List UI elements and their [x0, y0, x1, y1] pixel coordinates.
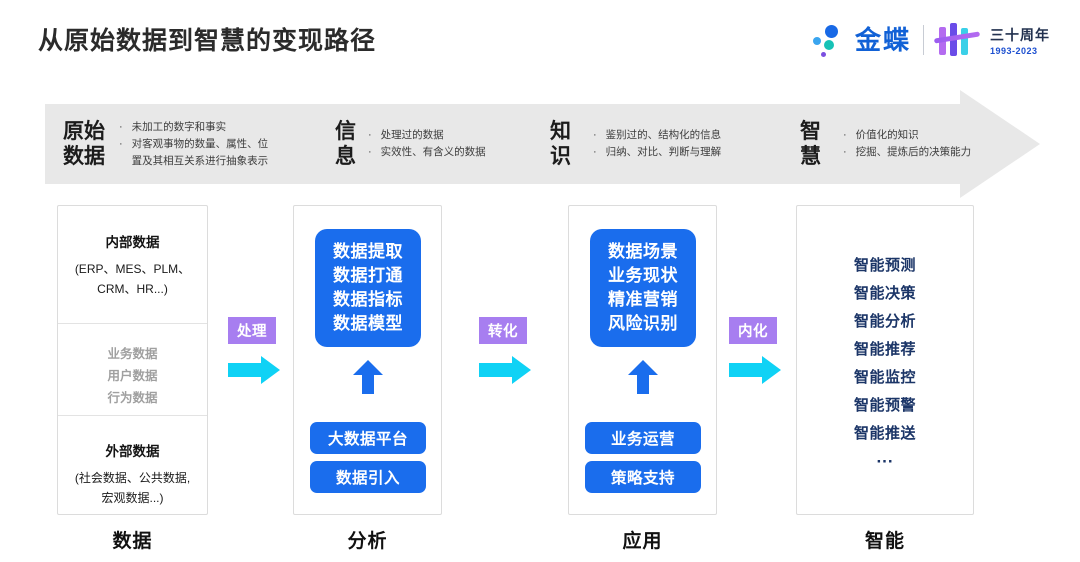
banner-item: 未加工的数字和事实	[131, 120, 227, 133]
right-arrow-icon	[729, 356, 781, 384]
banner-segment-wisdom: 智 慧 ·价值化的知识 ·挖掘、提炼后的决策能力	[800, 104, 971, 184]
external-data-section: 外部数据 (社会数据、公共数据, 宏观数据...)	[58, 416, 207, 515]
analysis-platform-pill[interactable]: 大数据平台	[310, 422, 426, 454]
internal-data-section: 内部数据 (ERP、MES、PLM、 CRM、HR...)	[58, 206, 207, 324]
banner-segment-items: ·鉴别过的、结构化的信息 ·归纳、对比、判断与理解	[593, 127, 721, 161]
logo-divider	[923, 25, 924, 55]
application-capability-item: 精准营销	[608, 290, 678, 309]
analysis-capability-item: 数据模型	[333, 314, 403, 333]
banner-segment-knowledge: 知 识 ·鉴别过的、结构化的信息 ·归纳、对比、判断与理解	[550, 104, 800, 184]
connector-processing: 处理	[228, 317, 288, 384]
right-arrow-icon	[228, 356, 280, 384]
page-title: 从原始数据到智慧的变现路径	[38, 27, 377, 55]
banner-segment-items: ·价值化的知识 ·挖掘、提炼后的决策能力	[843, 127, 971, 161]
external-data-heading: 外部数据	[105, 444, 160, 459]
banner-item: 归纳、对比、判断与理解	[605, 146, 722, 158]
intelligence-item: 智能预警	[853, 397, 916, 414]
data-types-section: 业务数据 用户数据 行为数据	[58, 324, 207, 416]
banner-item: 价值化的知识	[855, 129, 919, 141]
banner-item: 实效性、有含义的数据	[380, 146, 486, 158]
external-data-sources-line2: 宏观数据...)	[101, 491, 164, 505]
banner-item: 鉴别过的、结构化的信息	[605, 129, 722, 141]
banner-segment-items: ·未加工的数字和事实 ·对客观事物的数量、属性、位 ·置及其相互关系进行抽象表示	[119, 119, 268, 170]
analysis-capability-item: 数据指标	[333, 290, 403, 309]
external-data-sources-line1: (社会数据、公共数据,	[74, 471, 191, 485]
internal-data-sources-line2: CRM、HR...)	[97, 282, 168, 296]
banner-segment-information: 信 息 ·处理过的数据 ·实效性、有含义的数据	[335, 104, 550, 184]
intelligence-ellipsis: ···	[876, 452, 894, 471]
banner-item: 置及其相互关系进行抽象表示	[131, 154, 269, 167]
anniversary-years: 1993-2023	[990, 45, 1038, 56]
intelligence-item: 智能决策	[853, 285, 916, 302]
intelligence-item: 智能推送	[853, 425, 916, 442]
data-type-item: 用户数据	[107, 369, 158, 383]
banner-segment-raw-data: 原始 数据 ·未加工的数字和事实 ·对客观事物的数量、属性、位 ·置及其相互关系…	[45, 104, 335, 184]
banner-segment-title: 信 息	[335, 120, 356, 168]
intelligence-item: 智能推荐	[853, 341, 916, 358]
internal-data-sources-line1: (ERP、MES、PLM、	[74, 262, 191, 276]
maturity-banner-arrow: 原始 数据 ·未加工的数字和事实 ·对客观事物的数量、属性、位 ·置及其相互关系…	[45, 90, 1040, 198]
banner-segment-title: 原始 数据	[63, 120, 105, 168]
connector-transformation: 转化	[479, 317, 539, 384]
analysis-capability-item: 数据打通	[333, 266, 403, 285]
up-arrow-icon-analysis	[353, 360, 383, 394]
anniversary-mark-icon	[933, 22, 981, 58]
application-operations-pill[interactable]: 业务运营	[585, 422, 701, 454]
column-card-intelligence: 智能预测 智能决策 智能分析 智能推荐 智能监控 智能预警 智能推送 ···	[796, 205, 974, 515]
data-type-item: 业务数据	[107, 347, 158, 361]
analysis-ingest-pill[interactable]: 数据引入	[310, 461, 426, 493]
application-capability-item: 数据场景	[608, 242, 678, 261]
application-strategy-pill[interactable]: 策略支持	[585, 461, 701, 493]
up-arrow-icon-application	[628, 360, 658, 394]
right-arrow-icon	[479, 356, 531, 384]
kingdee-dots-icon	[811, 23, 843, 57]
connector-internalization: 内化	[729, 317, 789, 384]
connector-badge-label: 处理	[228, 317, 276, 344]
internal-data-heading: 内部数据	[105, 235, 160, 250]
brand-name: 金蝶	[854, 25, 911, 55]
footer-label-data: 数据	[112, 531, 153, 552]
footer-label-analysis: 分析	[347, 531, 388, 552]
banner-segment-items: ·处理过的数据 ·实效性、有含义的数据	[368, 127, 486, 161]
banner-item: 对客观事物的数量、属性、位	[131, 137, 269, 150]
connector-badge-label: 转化	[479, 317, 527, 344]
footer-label-intelligence: 智能	[864, 531, 905, 552]
connector-badge-label: 内化	[729, 317, 777, 344]
banner-segment-title: 智 慧	[800, 120, 821, 168]
application-capability-item: 风险识别	[608, 314, 678, 333]
intelligence-item: 智能分析	[853, 313, 916, 330]
data-type-item: 行为数据	[107, 391, 158, 405]
anniversary-text: 三十周年 1993-2023	[990, 25, 1050, 56]
intelligence-item: 智能预测	[853, 257, 916, 274]
application-capability-item: 业务现状	[608, 266, 678, 285]
anniversary-label: 三十周年	[990, 26, 1050, 43]
brand-logo: 金蝶 三十周年 1993-2023	[811, 22, 1050, 58]
analysis-capability-box[interactable]: 数据提取 数据打通 数据指标 数据模型	[315, 229, 421, 347]
banner-segment-title: 知 识	[550, 120, 571, 168]
column-card-data: 内部数据 (ERP、MES、PLM、 CRM、HR...) 业务数据 用户数据 …	[57, 205, 208, 515]
footer-label-application: 应用	[622, 531, 663, 552]
banner-item: 挖掘、提炼后的决策能力	[855, 146, 972, 158]
intelligence-item: 智能监控	[853, 369, 916, 386]
analysis-capability-item: 数据提取	[333, 242, 403, 261]
banner-item: 处理过的数据	[380, 129, 444, 141]
application-capability-box[interactable]: 数据场景 业务现状 精准营销 风险识别	[590, 229, 696, 347]
intelligence-list: 智能预测 智能决策 智能分析 智能推荐 智能监控 智能预警 智能推送 ···	[797, 206, 973, 476]
